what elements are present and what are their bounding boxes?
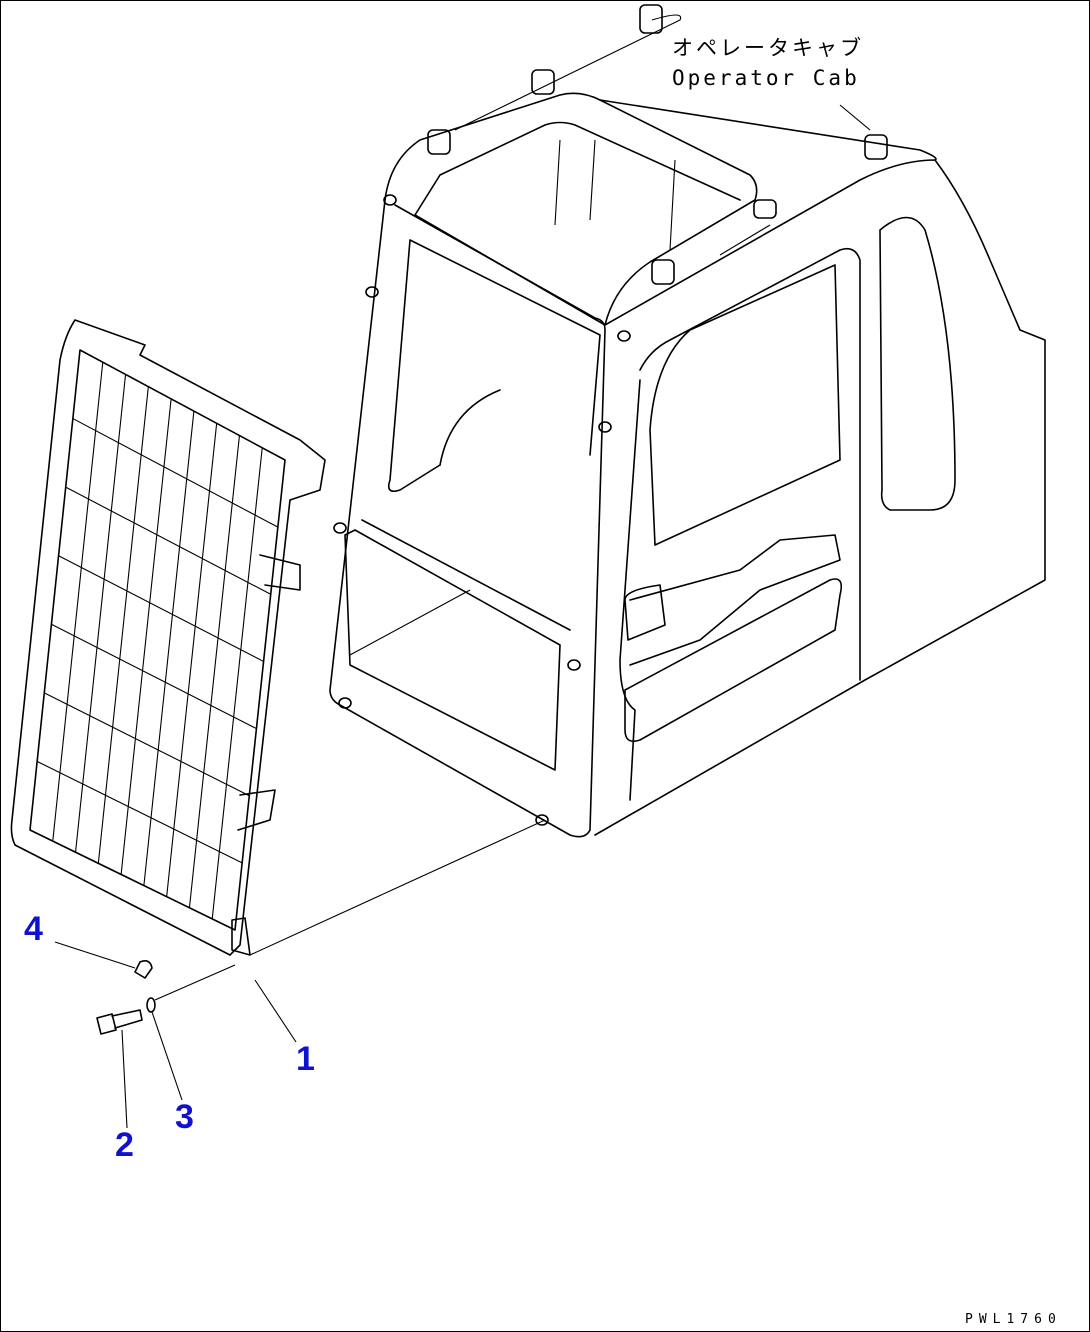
grille-vertical-bar <box>143 411 195 886</box>
grille-vertical-bar <box>120 398 172 875</box>
grille-horizontal-bar <box>58 555 264 662</box>
operator-cab <box>329 4 1046 838</box>
grille-horizontal-bar <box>44 692 250 797</box>
grille-horizontal-bar <box>65 486 271 595</box>
bolt <box>96 1009 143 1035</box>
grille-vertical-bar <box>52 362 104 842</box>
grille-vertical-bar <box>211 447 263 919</box>
cab-label-japanese: オペレータキャブ <box>672 36 864 60</box>
callout-2[interactable]: 2 <box>115 1126 134 1164</box>
grille-horizontal-bar <box>36 760 243 864</box>
cab-label-english: Operator Cab <box>672 66 860 90</box>
callout-1[interactable]: 1 <box>296 1040 315 1078</box>
grille-horizontal-bar <box>51 623 257 730</box>
grille-vertical-bar <box>97 386 149 864</box>
grille-vertical-bar <box>188 435 240 908</box>
cab-bolt-heads <box>333 194 631 826</box>
washer <box>146 997 156 1013</box>
grille-horizontal-bar <box>72 418 279 528</box>
callout-3[interactable]: 3 <box>175 1098 194 1136</box>
grille-bars <box>36 362 279 919</box>
cab-roof-caps <box>427 4 888 285</box>
grille-vertical-bar <box>166 423 218 897</box>
grille-guard <box>10 319 326 979</box>
grille-vertical-bar <box>75 374 127 853</box>
callout-4[interactable]: 4 <box>24 910 43 948</box>
leader-lines <box>54 819 546 1129</box>
drawing-code: PWL1760 <box>965 1312 1062 1327</box>
